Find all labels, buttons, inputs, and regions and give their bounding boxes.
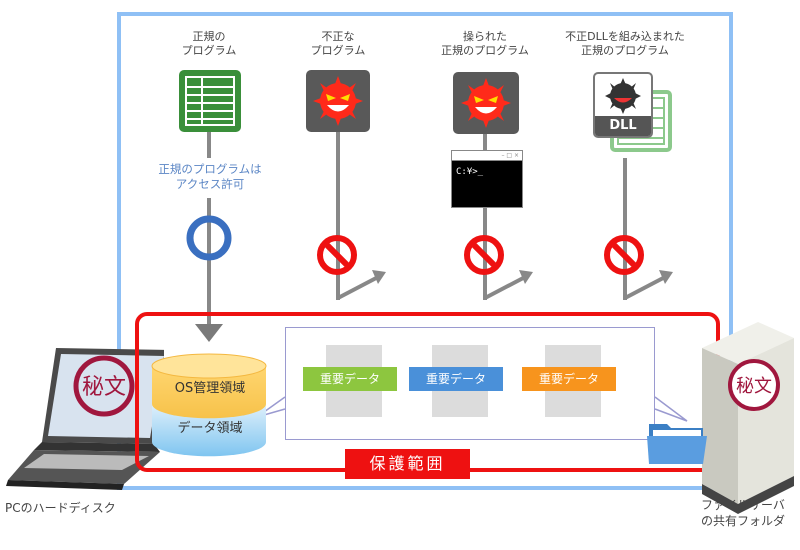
server-caption: ファイルサーバ の共有フォルダ [688,497,798,529]
deflect-arrow-icon [624,270,673,300]
label-line: プログラム [181,44,237,57]
console-window: – □ × C:¥>_ [451,150,523,208]
malicious-program-icon [306,70,370,132]
important-data-label-orange: 重要データ [522,367,616,391]
spreadsheet-icon [185,76,235,126]
prohibited-icon [464,235,504,275]
label-legitimate-program: 正規の プログラム [182,30,237,58]
important-data-label-green: 重要データ [303,367,397,391]
label-hijacked-program: 操られた 正規のプログラム [441,30,529,58]
dll-icon: DLL [593,72,653,138]
console-prompt: C:¥>_ [456,167,484,177]
legitimate-program-icon [179,70,241,132]
seal-icon: 秘文 [73,355,135,417]
label-line: 不正DLLを組み込まれた [565,30,685,43]
seal-icon: 秘文 [728,359,780,411]
flow-line [207,132,211,158]
access-allowed-note: 正規のプログラムは アクセス許可 [140,162,280,192]
prohibited-icon [604,235,644,275]
caption-line: の共有フォルダ [700,514,785,528]
label-line: プログラム [310,44,366,57]
flow-line [483,134,487,300]
data-area-label: データ領域 [177,421,243,436]
label-dll-injected-program: 不正DLLを組み込まれた 正規のプログラム [565,30,685,58]
os-area-label: OS管理領域 [174,381,246,396]
note-line: アクセス許可 [175,177,245,191]
label-malicious-program: 不正な プログラム [311,30,366,58]
deflect-arrow-icon [484,270,533,300]
seal-text: 秘文 [736,376,772,397]
dll-label: DLL [595,116,651,136]
note-line: 正規のプログラムは [158,162,262,176]
protection-scope-label: 保護範囲 [345,449,470,479]
flow-line [623,158,627,300]
label-line: 正規の [192,30,226,43]
deflect-arrow-icon [337,270,386,300]
virus-icon [605,78,641,114]
label-line: 不正な [321,30,355,43]
flow-line [207,198,211,328]
caption-line: ファイルサーバ [701,498,785,512]
virus-icon [461,78,511,128]
arrow-down-icon [195,324,223,342]
label-line: 正規のプログラム [441,44,529,57]
allowed-circle-icon [186,215,232,261]
flow-line [336,132,340,300]
seal-text: 秘文 [82,375,126,400]
disk-cylinder-icon [151,353,267,457]
system-boundary-frame [117,12,733,490]
folder-icon [647,424,707,464]
important-data-label-blue: 重要データ [409,367,503,391]
label-line: 操られた [462,30,507,43]
virus-icon [313,76,363,126]
prohibited-icon [317,235,357,275]
label-line: 正規のプログラム [581,44,669,57]
pc-caption: PCのハードディスク [5,501,116,515]
callout-pointer-right [654,396,688,422]
console-titlebar: – □ × [452,151,522,161]
hijacked-program-icon [453,72,519,134]
